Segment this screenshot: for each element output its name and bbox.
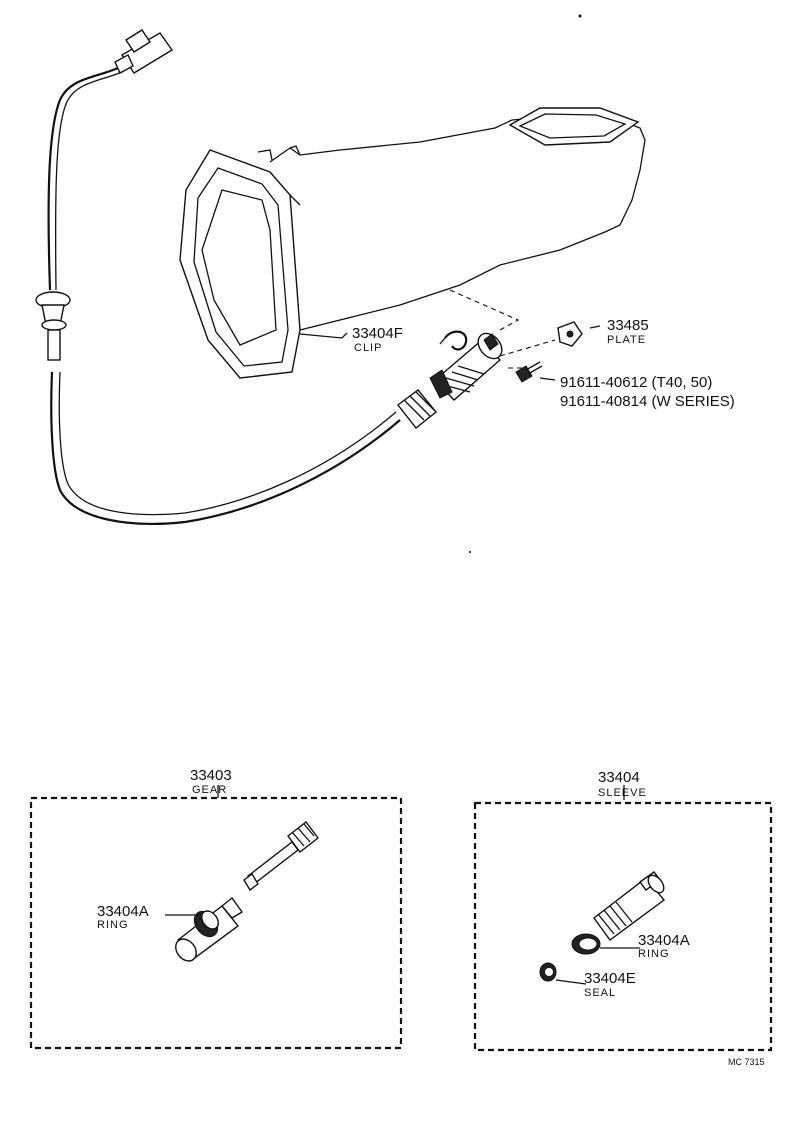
bolt-leader	[539, 377, 556, 381]
sleeve-ring-name: RING	[638, 948, 670, 960]
gear-ring-name: RING	[97, 919, 129, 931]
sleeve-ring-number: 33404A	[638, 932, 690, 949]
sleeve-kit-box: 33404 SLEEVE 33404A RING 33404E SEAL	[473, 769, 773, 1052]
gear-kit-number: 33403	[190, 767, 232, 784]
plate-number: 33485	[607, 317, 649, 334]
speedometer-cable	[35, 29, 437, 525]
gear-kit-box: 33403 GEAR 33404A RING	[29, 767, 403, 1050]
sleeve-assembly	[429, 332, 503, 401]
sleeve-seal-name: SEAL	[584, 987, 616, 999]
plate-part	[557, 321, 583, 347]
bolt-number-t40: 91611-40612 (T40, 50)	[560, 374, 712, 391]
clip-leader	[299, 332, 348, 339]
gear-sleeve	[175, 896, 244, 962]
sleeve-kit-number: 33404	[598, 769, 640, 786]
drawing-code: MC 7315	[728, 1057, 765, 1067]
sleeve-kit-name: SLEEVE	[598, 787, 647, 799]
plate-leader	[589, 325, 601, 329]
clip-name: CLIP	[354, 342, 382, 354]
cable-end-nut	[397, 389, 437, 429]
sleeve-oil-seal	[539, 962, 557, 982]
gear-ring-number: 33404A	[97, 903, 149, 920]
driven-gear	[243, 821, 319, 892]
sleeve-body	[593, 871, 666, 941]
bolt-number-w-series: 91611-40814 (W SERIES)	[560, 393, 735, 410]
extension-housing	[179, 107, 646, 379]
gear-kit-name: GEAR	[192, 784, 227, 796]
clip-number: 33404F	[352, 325, 403, 342]
cable-grommet	[35, 291, 71, 361]
bolt-part	[515, 361, 543, 383]
sleeve-seal-number: 33404E	[584, 970, 636, 987]
plate-name: PLATE	[607, 334, 646, 346]
sleeve-o-ring	[571, 933, 601, 955]
cable-connector	[114, 29, 174, 74]
clip-part	[439, 330, 468, 351]
